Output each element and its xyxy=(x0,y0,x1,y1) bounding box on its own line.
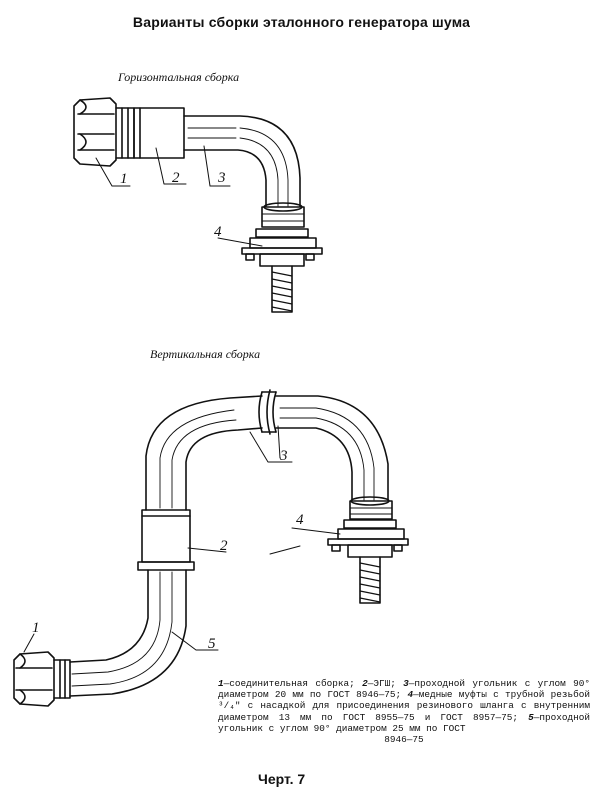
page-title: Варианты сборки эталонного генератора шу… xyxy=(132,14,471,30)
h-coupling xyxy=(241,228,323,313)
horizontal-assembly-label: Горизонтальная сборка xyxy=(118,70,240,84)
v-coupling xyxy=(327,519,409,604)
v-connector-nut xyxy=(13,651,71,707)
legend-num-2: 2 xyxy=(362,678,368,689)
legend-num-1: 1 xyxy=(218,678,224,689)
h-connector-nut xyxy=(73,97,135,167)
legend-num-4: 4 xyxy=(407,689,414,701)
legend-text-3: —проходной угольник с углом 90° диаметро… xyxy=(218,678,590,701)
v-callout-4: 4 xyxy=(296,512,304,528)
v-callout-1: 1 xyxy=(32,620,40,636)
vertical-assembly-label: Вертикальная сборка xyxy=(150,347,261,361)
legend-num-5: 5 xyxy=(528,711,534,723)
horizontal-assembly xyxy=(73,97,323,313)
legend-text-4: —медные муфты с трубной резьбой ³/₄″ с н… xyxy=(218,689,591,723)
legend-text-2: —ЭГШ; xyxy=(367,678,404,689)
legend-text-1: —соединительная сборка; xyxy=(223,678,363,689)
legend-num-3: 3 xyxy=(403,678,409,689)
legend-last-line: 8946—75 xyxy=(384,734,424,746)
legend-text-5: —проходной угольник с углом 90° диаметро… xyxy=(218,711,590,734)
v-egsh-body xyxy=(137,509,195,571)
v-upper-elbow xyxy=(145,389,393,520)
h-egsh-body xyxy=(133,107,185,159)
v-lower-elbow xyxy=(69,569,187,697)
v-leaders xyxy=(23,425,341,653)
v-callout-3: 3 xyxy=(279,448,288,464)
h-callout-2: 2 xyxy=(172,170,180,186)
h-leaders xyxy=(95,145,263,247)
h-callout-3: 3 xyxy=(217,170,226,186)
v-callout-5: 5 xyxy=(208,636,216,652)
h-callout-1: 1 xyxy=(120,171,128,187)
figure-label: Черт. 7 xyxy=(258,771,306,787)
h-elbow-pipe xyxy=(183,115,305,228)
vertical-assembly xyxy=(13,389,409,707)
h-callout-4: 4 xyxy=(214,224,222,240)
v-callout-2: 2 xyxy=(220,538,228,554)
parts-legend: 1—соединительная сборка; 2—ЭГШ; 3—проход… xyxy=(218,678,590,745)
